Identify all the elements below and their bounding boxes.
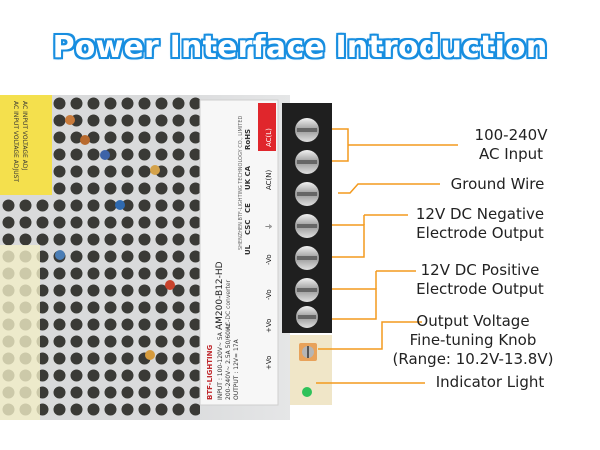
svg-text:AC-DC converter: AC-DC converter (225, 279, 232, 330)
svg-text:OUTPUT : 12V= 17A: OUTPUT : 12V= 17A (233, 338, 240, 400)
terminal-screws (295, 118, 319, 328)
terminal-labels: AC(L) AC(N) ⏚ -Vo -Vo +Vo +Vo (258, 103, 276, 370)
power-supply-image: AC INPUT VOLTAGE ADJUST AC INPUT VOLTAGE… (0, 95, 332, 420)
svg-text:CE: CE (244, 203, 252, 213)
label-negative-line1: 12V DC Negative (415, 205, 545, 223)
voltage-knob (299, 343, 317, 361)
label-knob-line2: Fine-tuning Knob (409, 331, 537, 349)
label-knob: Output Voltage Fine-tuning Knob (Range: … (378, 312, 568, 369)
svg-text:AC(L): AC(L) (265, 128, 273, 147)
label-ac-input-line1: 100-240V (474, 126, 548, 144)
indicator-led (302, 387, 312, 397)
product-label: BTF-LIGHTING INPUT : 100-120V~ 5A 200-24… (206, 115, 244, 400)
label-indicator-line1: Indicator Light (435, 373, 545, 391)
svg-text:BTF-LIGHTING: BTF-LIGHTING (206, 345, 214, 400)
label-ac-input-line2: AC Input (478, 145, 544, 163)
label-positive-line2: Electrode Output (416, 280, 544, 298)
svg-text:200-240V~ 2.5A 50/60Hz: 200-240V~ 2.5A 50/60Hz (225, 323, 232, 400)
label-negative-line2: Electrode Output (416, 224, 544, 242)
svg-text:SHENZHEN BTF-LIGHTING TECHNOLO: SHENZHEN BTF-LIGHTING TECHNOLOGY CO., LI… (238, 115, 244, 250)
svg-text:AC INPUT VOLTAGE ADJUST: AC INPUT VOLTAGE ADJUST (12, 101, 19, 182)
label-indicator: Indicator Light (425, 373, 555, 392)
label-ground-line1: Ground Wire (450, 175, 545, 193)
warning-label: AC INPUT VOLTAGE ADJUST AC INPUT VOLTAGE… (12, 101, 28, 182)
svg-text:AM200-B12-HD: AM200-B12-HD (215, 261, 225, 330)
svg-text:INPUT : 100-120V~ 5A: INPUT : 100-120V~ 5A (217, 331, 224, 400)
label-positive-line1: 12V DC Positive (420, 261, 540, 279)
svg-text:CSC: CSC (244, 220, 252, 235)
svg-text:UK CA: UK CA (244, 165, 252, 190)
svg-text:-Vo: -Vo (265, 254, 273, 265)
label-ac-input: 100-240V AC Input (455, 126, 567, 164)
label-positive: 12V DC Positive Electrode Output (405, 261, 555, 299)
svg-text:⏚: ⏚ (265, 223, 273, 230)
svg-text:UL: UL (244, 244, 252, 255)
page-title: Power Interface Introduction (52, 30, 548, 65)
label-knob-line1: Output Voltage (416, 312, 530, 330)
svg-text:-Vo: -Vo (265, 289, 273, 300)
label-knob-line3: (Range: 10.2V-13.8V) (392, 350, 554, 368)
svg-text:RoHS: RoHS (244, 129, 252, 150)
svg-text:+Vo: +Vo (265, 319, 273, 333)
label-negative: 12V DC Negative Electrode Output (405, 205, 555, 243)
svg-text:AC(N): AC(N) (265, 169, 273, 190)
label-ground: Ground Wire (440, 175, 555, 194)
svg-text:AC INPUT VOLTAGE ADJ: AC INPUT VOLTAGE ADJ (21, 101, 28, 170)
svg-text:+Vo: +Vo (265, 356, 273, 370)
